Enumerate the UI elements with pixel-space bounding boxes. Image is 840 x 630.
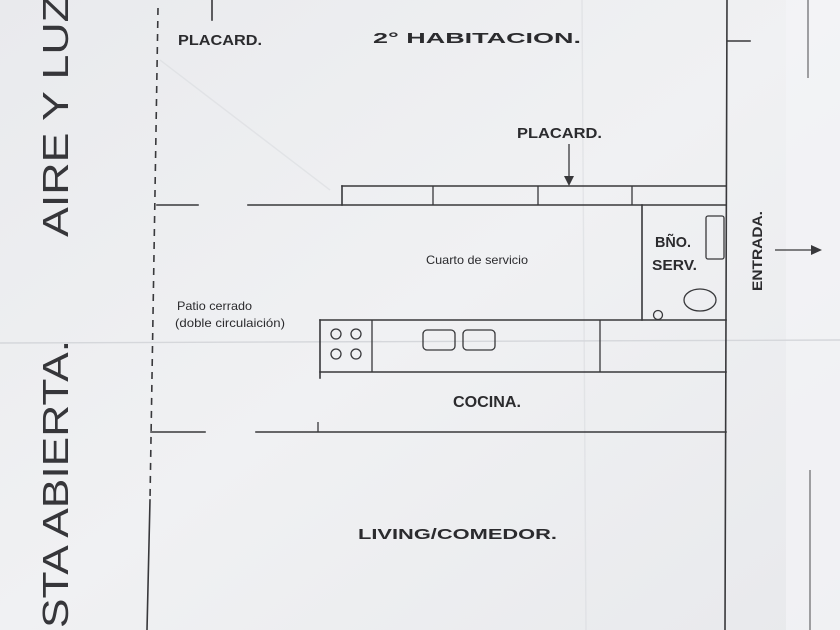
left-boundary-dashed [149, 7, 159, 501]
stove-burner [330, 328, 342, 340]
side-label-aire-y-luz: AIRE Y LUZ [35, 0, 76, 237]
placard-closet [341, 185, 727, 206]
placard-right-label: PLACARD. [517, 125, 602, 142]
stove-burner [350, 328, 362, 340]
stove-burner [350, 348, 362, 360]
toilet-tank [705, 215, 725, 260]
living-comedor-label: LIVING/COMEDOR. [358, 526, 557, 543]
placard-left-label: PLACARD. [178, 32, 262, 49]
right-wall [724, 0, 728, 630]
patio-label-line1: Patio cerrado [177, 299, 252, 313]
right-arrow-icon [775, 245, 822, 255]
bano-label-line2: SERV. [652, 257, 697, 274]
paper-edge-strip [786, 0, 840, 630]
patio-label-line2: (doble circulaición) [175, 316, 285, 330]
bano-label-line1: BÑO. [655, 233, 691, 251]
cocina-label: COCINA. [453, 394, 521, 411]
kitchen-sink [422, 329, 496, 351]
paper-crease-vertical [581, 0, 587, 630]
paper-crease-horizontal [0, 339, 840, 344]
stove [330, 328, 362, 360]
habitacion-label: 2° HABITACION. [373, 30, 581, 47]
down-arrow-icon [564, 144, 574, 186]
cuarto-servicio-label: Cuarto de servicio [426, 253, 528, 267]
kitchen-counter [319, 319, 727, 379]
left-boundary-wall [146, 499, 151, 630]
sink-basin [422, 329, 456, 351]
entrada-label: ENTRADA. [749, 211, 765, 291]
paper-crease-diagonal [159, 59, 331, 191]
side-label-vista-abierta: STA ABIERTA. [35, 340, 76, 628]
stove-burner [330, 348, 342, 360]
sink-basin [462, 329, 496, 351]
toilet-bowl [683, 288, 717, 312]
